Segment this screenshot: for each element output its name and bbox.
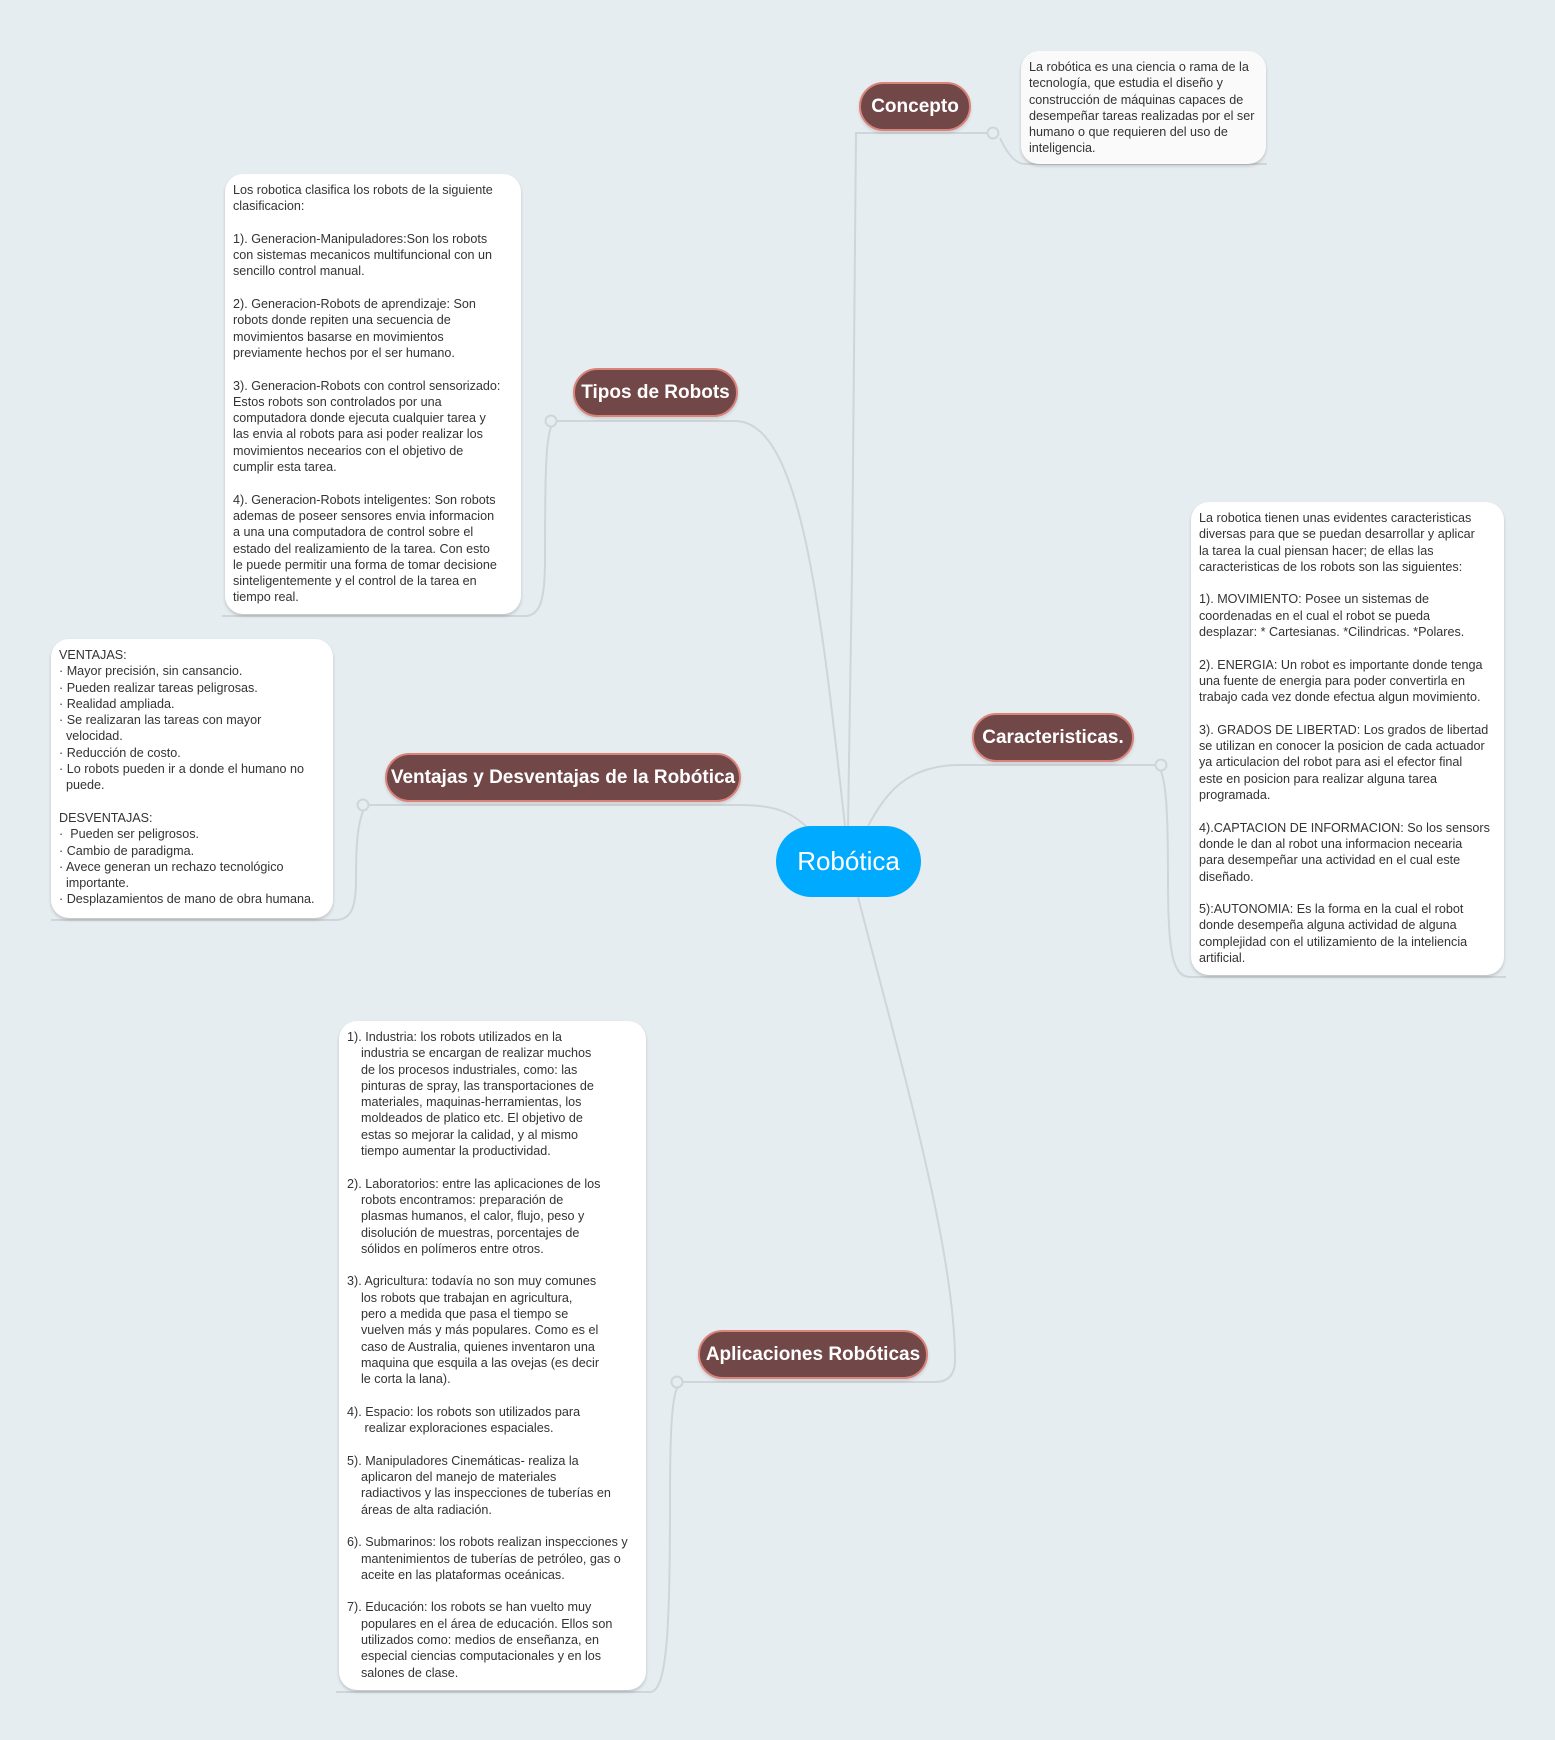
collapse-handle-ventajas: [356, 798, 370, 812]
collapse-handle-aplicaciones: [670, 1375, 684, 1389]
collapse-handle-caracteristicas: [1154, 758, 1168, 772]
connector-tipos-note: [222, 426, 552, 617]
note-ventajas-desventajas[interactable]: VENTAJAS: · Mayor precisión, sin cansanc…: [51, 639, 333, 918]
topic-caracteristicas[interactable]: Caracteristicas.: [972, 713, 1134, 762]
connector-concepto: [847, 132, 993, 827]
topic-concepto[interactable]: Concepto: [859, 82, 971, 131]
note-concepto[interactable]: La robótica es una ciencia o rama de la …: [1021, 51, 1266, 164]
topic-ventajas-desventajas[interactable]: Ventajas y Desventajas de la Robótica: [385, 753, 741, 802]
note-caracteristicas[interactable]: La robotica tienen unas evidentes caract…: [1191, 502, 1504, 975]
connector-aplicaciones-note: [336, 1387, 678, 1693]
connector-concepto-note: [999, 137, 1267, 165]
note-aplicaciones-roboticas[interactable]: 1). Industria: los robots utilizados en …: [339, 1021, 646, 1690]
connector-ventajas-note: [51, 810, 364, 921]
connector-ventajas: [369, 804, 811, 831]
central-topic-robotica[interactable]: Robótica: [776, 826, 921, 897]
topic-aplicaciones-roboticas[interactable]: Aplicaciones Robóticas: [698, 1330, 928, 1379]
connector-caracteristicas-note: [1160, 770, 1506, 978]
collapse-handle-concepto: [986, 126, 1000, 140]
connector-caracteristicas: [867, 764, 1155, 827]
note-tipos-de-robots[interactable]: Los robotica clasifica los robots de la …: [225, 174, 521, 614]
connector-aplicaciones: [683, 896, 957, 1383]
collapse-handle-tipos: [544, 414, 558, 428]
topic-tipos-de-robots[interactable]: Tipos de Robots: [573, 368, 738, 417]
connector-tipos: [557, 420, 846, 827]
